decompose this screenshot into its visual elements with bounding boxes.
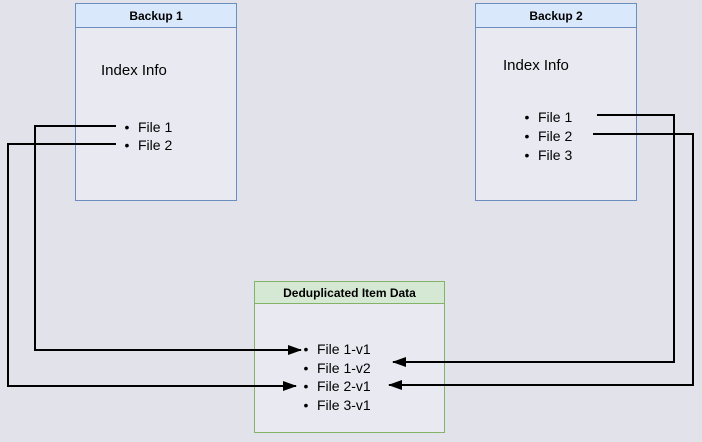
backup2-subtitle: Index Info [503,57,569,74]
list-item: • File 1-v1 [300,340,371,359]
backup2-file-list: • File 1 • File 2 • File 3 [521,107,573,164]
bullet-icon: • [303,359,309,376]
bullet-icon: • [124,137,130,153]
bullet-icon: • [124,119,130,135]
bullet-icon: • [303,396,309,413]
list-item: • File 2 [521,126,573,145]
backup1-file-list: • File 1 • File 2 [121,118,173,154]
list-item: • File 3 [521,145,573,164]
list-item: • File 2-v1 [300,377,371,396]
list-item-label: File 3-v1 [317,396,371,413]
bullet-icon: • [524,146,530,163]
list-item-label: File 2 [138,137,173,153]
list-item-label: File 1 [538,108,573,125]
list-item: • File 1-v2 [300,359,371,378]
list-item-label: File 1 [138,119,173,135]
list-item: • File 1 [521,107,573,126]
backup1-box: Backup 1 Index Info • File 1 • File 2 [75,3,237,201]
list-item: • File 1 [121,118,173,136]
list-item: • File 2 [121,136,173,154]
backup2-box: Backup 2 Index Info • File 1 • File 2 • File … [475,3,637,201]
bullet-icon: • [303,341,309,358]
list-item: • File 3-v1 [300,396,371,415]
list-item-label: File 2-v1 [317,378,371,395]
backup1-title: Backup 1 [76,4,236,28]
list-item-label: File 1-v2 [317,359,371,376]
deduplicated-item-data-box: Deduplicated Item Data • File 1-v1 • File 1… [254,281,445,433]
list-item-label: File 1-v1 [317,341,371,358]
dedup-title: Deduplicated Item Data [255,282,444,304]
bullet-icon: • [524,108,530,125]
dedup-file-list: • File 1-v1 • File 1-v2 • File 2-v1 • File 3-v1 [300,340,371,414]
backup2-title: Backup 2 [476,4,636,28]
list-item-label: File 2 [538,127,573,144]
backup1-subtitle: Index Info [101,62,167,79]
bullet-icon: • [303,378,309,395]
bullet-icon: • [524,127,530,144]
list-item-label: File 3 [538,146,573,163]
